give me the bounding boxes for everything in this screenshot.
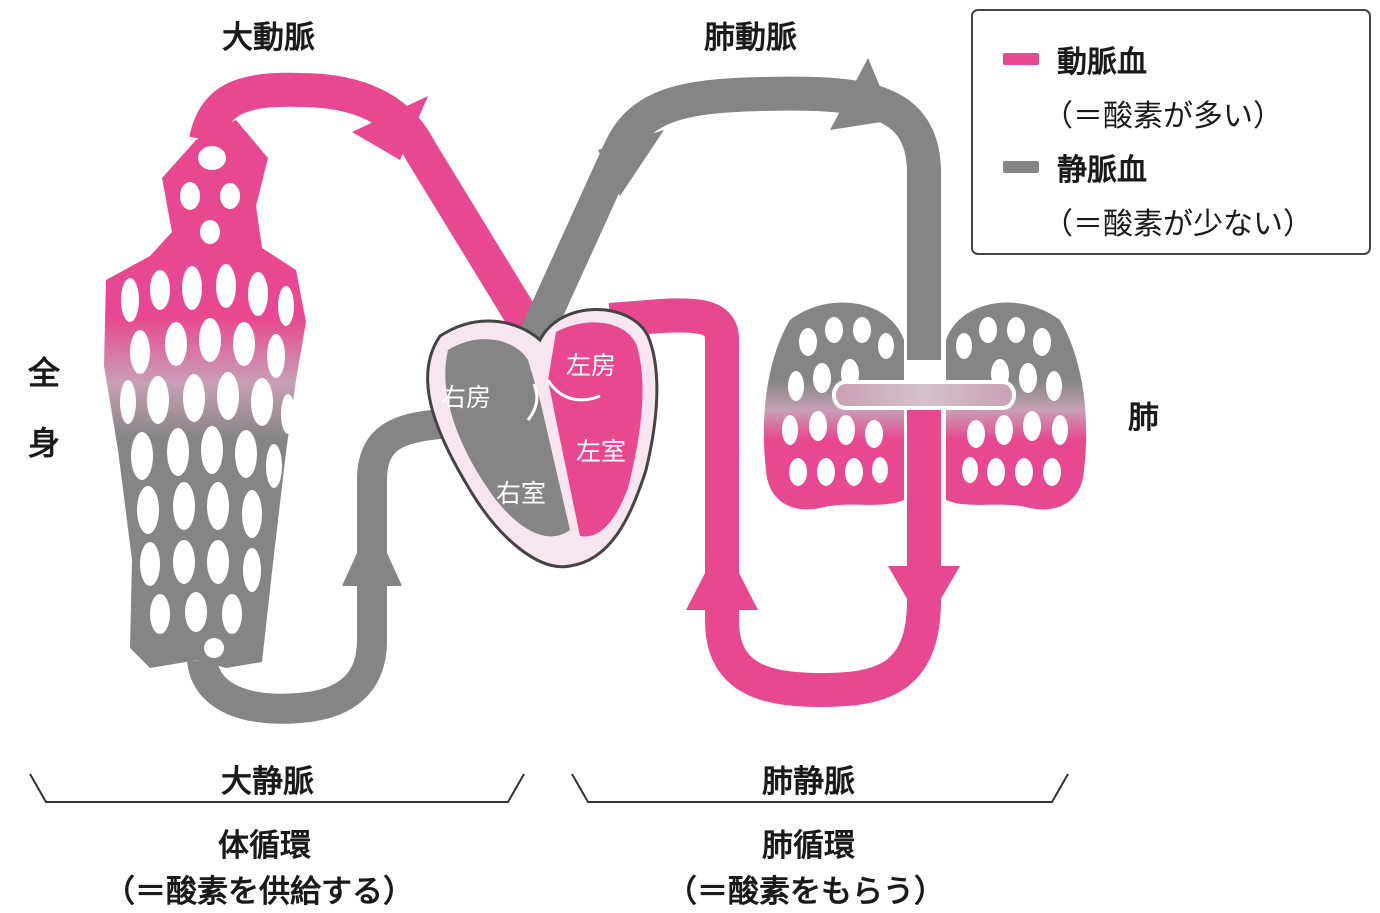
right-ventricle-label: 右室: [496, 479, 547, 508]
legend-venous-note: （＝酸素が少ない）: [1043, 207, 1313, 242]
aorta-label: 大動脈: [222, 20, 315, 56]
pulmonary-artery-vessel: [504, 58, 941, 378]
pulmonary-artery-arrow-2: [830, 58, 894, 130]
heart-left-side: [548, 322, 643, 537]
left-atrium-label: 左房: [566, 351, 617, 380]
heart-right-side: [445, 339, 570, 537]
vena-cava-vessel: [187, 409, 442, 724]
heart: [426, 308, 659, 569]
legend-arterial-swatch: [1003, 53, 1039, 65]
lung-left-shape: [946, 302, 1087, 510]
whole-body-char-2: 身: [27, 424, 60, 462]
legend: 動脈血 （＝酸素が多い） 静脈血 （＝酸素が少ない）: [971, 9, 1371, 255]
pulmonary-circulation-title: 肺循環: [762, 828, 855, 864]
section-braces: [29, 773, 1069, 803]
vena-cava-label: 大静脈: [221, 764, 314, 800]
legend-venous-swatch: [1003, 161, 1039, 173]
right-atrium-label: 右房: [441, 383, 492, 412]
pulmonary-vein-arrow-down: [888, 566, 960, 628]
pulmonary-vein-arrow-up: [686, 540, 758, 610]
legend-venous-label: 静脈血: [1057, 153, 1147, 188]
systemic-circulation-note: （＝酸素を供給する）: [104, 874, 414, 910]
lung-label: 肺: [1128, 400, 1159, 436]
pulmonary-circulation-note: （＝酸素をもらう）: [666, 874, 945, 910]
pulmonary-brace: [571, 773, 1069, 803]
left-ventricle-label: 左室: [576, 437, 627, 466]
aorta-arrow: [352, 96, 428, 160]
aorta-vessel: [189, 72, 545, 339]
lung-bridge: [832, 380, 1016, 410]
pulmonary-vein-vessel: [608, 298, 960, 708]
legend-arterial-note: （＝酸素が多い）: [1043, 99, 1283, 134]
body-capillary-holes: [120, 146, 295, 658]
pulmonary-vein-label: 肺静脈: [762, 764, 855, 800]
whole-body-char-1: 全: [27, 354, 60, 392]
lung-right-shape: [763, 302, 904, 510]
pulmonary-artery-label: 肺動脈: [704, 20, 797, 56]
legend-arterial-label: 動脈血: [1057, 45, 1147, 80]
systemic-circulation-title: 体循環: [218, 828, 311, 864]
body-figure: [104, 120, 306, 668]
systemic-brace: [29, 773, 525, 803]
lungs: [763, 302, 1087, 510]
pulmonary-artery-arrow-1: [598, 130, 664, 196]
whole-body-label: 全 身: [24, 338, 64, 478]
